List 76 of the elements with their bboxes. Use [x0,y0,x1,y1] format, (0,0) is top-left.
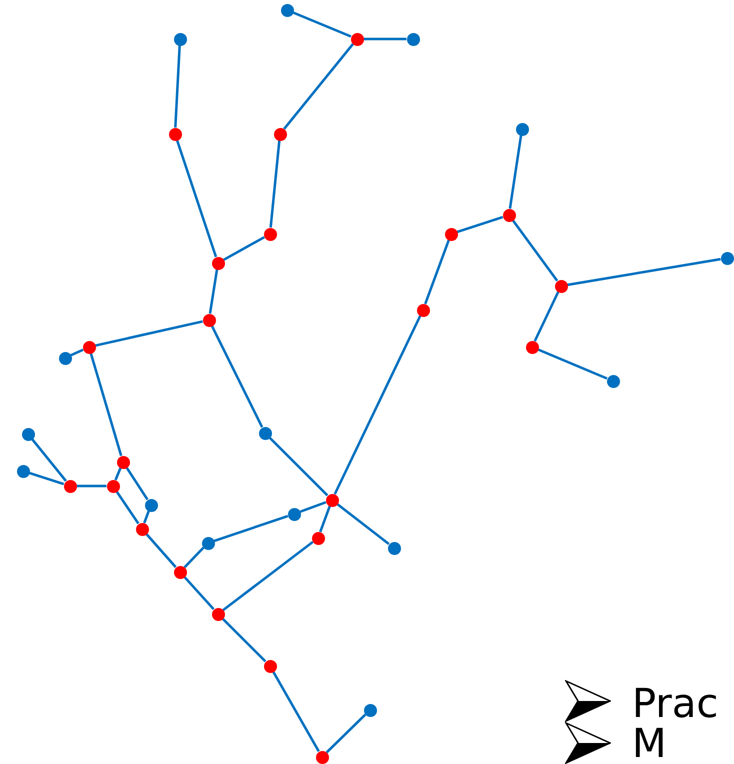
connector-line [272,671,320,752]
connector-line [283,43,354,130]
connector-line [28,472,64,486]
dot [174,32,186,46]
connector-line [364,38,406,40]
dot [16,464,30,478]
dot [202,536,214,550]
dot [516,122,528,136]
dot [350,32,364,46]
connector-line [184,546,204,568]
dot [168,128,182,140]
connector-line [116,490,140,524]
dot [326,494,338,506]
dot [526,340,538,354]
dot [502,208,516,222]
connector-line [145,533,177,568]
connector-line [76,484,106,488]
connector-line [319,506,331,532]
dot [202,314,216,326]
dot [406,32,420,46]
connector-line [567,258,721,286]
dot [22,428,34,440]
dot [388,542,400,554]
connector-line [176,140,218,258]
dot [416,304,430,316]
dot [258,426,272,440]
dot [444,228,458,240]
connector-line [336,503,390,545]
connector-line [456,216,504,234]
connector-line [424,240,450,304]
dot [64,480,76,492]
dot [116,456,130,468]
connector-line [269,140,281,228]
dot [264,228,276,240]
dot [106,480,120,492]
connector-line [95,320,203,347]
dot [212,256,224,270]
connector-line [70,348,84,356]
dot [554,280,568,292]
dot [280,4,294,16]
connector-line [222,540,314,612]
connector-line [214,514,288,542]
dot [144,498,158,512]
connector-line [174,45,181,128]
dot [58,352,72,364]
dot [274,128,286,140]
connector-line [223,236,265,261]
dot [136,522,148,536]
connector-line [292,11,352,38]
dot [606,374,620,388]
connector-line [114,468,122,480]
connector-line [268,436,328,496]
connector-line [326,714,366,754]
connector-line [126,466,148,500]
dot [174,566,186,578]
dot [288,508,300,520]
connector-line [508,135,522,209]
connector-line [31,438,67,482]
connector-line [512,220,558,282]
connector-line [210,325,264,428]
dot [212,608,224,620]
connector-line [208,269,218,314]
connector-line [222,618,266,662]
connector-line [143,510,150,524]
dot [264,660,276,672]
dot [312,532,324,544]
dot [82,340,96,354]
dot [364,704,376,716]
connector-line [534,291,560,342]
connector-line [300,501,326,513]
dot [316,750,328,764]
connector-line [90,352,122,456]
dot [720,252,734,264]
connector-line [538,348,608,380]
connector-line [183,576,215,610]
connector-line [334,315,422,495]
